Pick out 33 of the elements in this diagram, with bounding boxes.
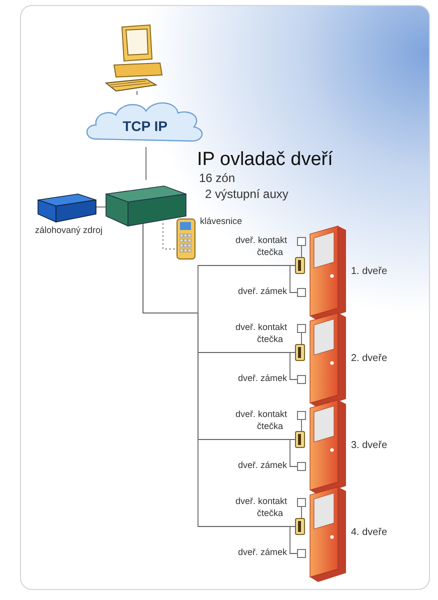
- device-label: dveř. zámek: [238, 374, 287, 384]
- connector-line: [290, 265, 298, 293]
- connector-line: [136, 90, 138, 96]
- device-label: 1. dveře: [351, 266, 388, 277]
- device-label: 2. dveře: [351, 353, 388, 364]
- connector-line: [290, 439, 298, 467]
- device-label: 3. dveře: [351, 440, 388, 451]
- connector-line: [301, 420, 302, 432]
- device-label: dveř. zámek: [238, 548, 287, 558]
- connector-line: [290, 352, 298, 380]
- connector-line: [162, 222, 176, 250]
- device-label: čtečka: [256, 422, 283, 432]
- connector-line: [96, 206, 106, 208]
- device-label: zálohovaný zdroj: [35, 226, 103, 236]
- connector-line: [301, 506, 302, 518]
- device-label: dveř. kontakt: [235, 236, 287, 246]
- device-title: IP ovladač dveří: [197, 150, 333, 171]
- device-label: čtečka: [256, 509, 283, 519]
- device-label: dveř. kontakt: [235, 323, 287, 333]
- device-label: dveř. kontakt: [235, 497, 287, 507]
- connector-line: [290, 526, 298, 554]
- connector-line: [301, 246, 302, 258]
- device-label: dveř. kontakt: [235, 410, 287, 420]
- device-label: čtečka: [256, 248, 283, 258]
- connector-line: [301, 332, 302, 344]
- device-label: klávesnice: [200, 217, 242, 227]
- device-label: 16 zón: [199, 172, 236, 186]
- node-label: TCP IP: [122, 118, 168, 134]
- device-label: 4. dveře: [351, 527, 388, 538]
- device-label: dveř. zámek: [238, 287, 287, 297]
- device-label: čtečka: [256, 335, 283, 345]
- device-label: 2 výstupní auxy: [205, 188, 288, 202]
- device-label: dveř. zámek: [238, 461, 287, 471]
